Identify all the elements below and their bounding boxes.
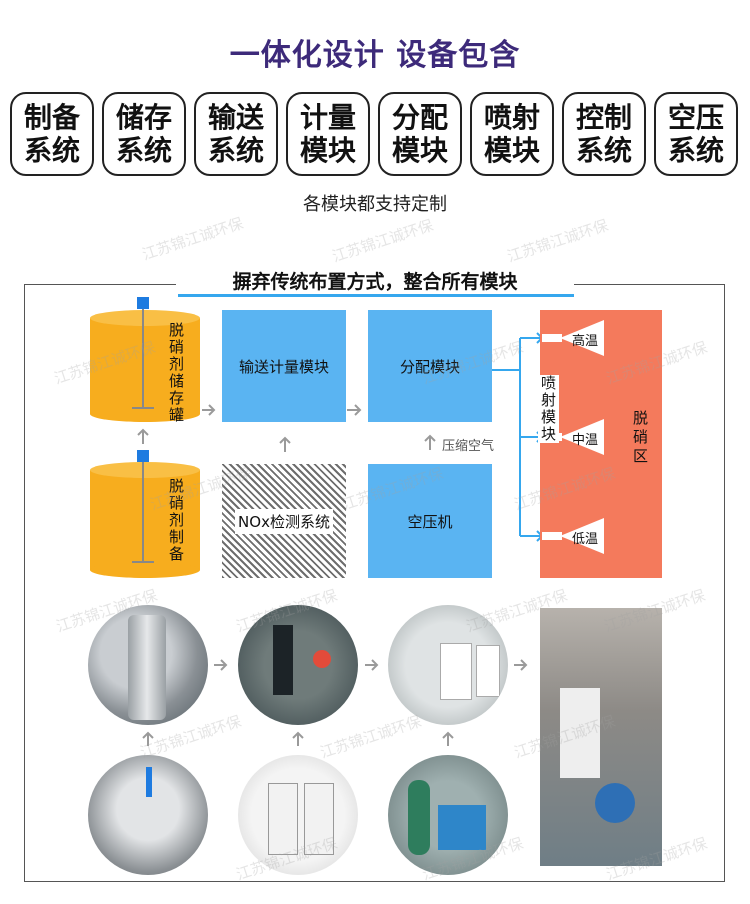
- air-compressor-photo: [388, 755, 508, 875]
- pill-line: 系统: [207, 134, 264, 167]
- pill-distribution-module: 分配模块: [378, 92, 462, 176]
- pill-line: 系统: [575, 134, 632, 167]
- pill-control-system: 控制系统: [562, 92, 646, 176]
- valve: [313, 650, 331, 668]
- compressed-air-label: 压缩空气: [442, 439, 495, 454]
- pill-line: 控制: [575, 101, 632, 134]
- pill-line: 模块: [391, 134, 448, 167]
- prep-tank-shape: [90, 450, 200, 578]
- prep-tank-photo: [88, 755, 208, 875]
- pill-line: 储存: [115, 101, 172, 134]
- distribution-module: 分配模块: [368, 310, 492, 422]
- photo-arrows: [142, 659, 528, 746]
- pill-line: 制备: [23, 101, 80, 134]
- denox-zone-label: 脱硝区: [631, 410, 649, 467]
- air-compressor: 空压机: [368, 464, 492, 578]
- distribution-module-photo: [388, 605, 508, 725]
- air-tank: [408, 780, 430, 855]
- tank-body: [128, 615, 166, 720]
- customization-note: 各模块都支持定制: [303, 194, 447, 215]
- pill-metering-module: 计量模块: [286, 92, 370, 176]
- transfer-module-photo: [238, 605, 358, 725]
- nozzle-low-temp: 低温: [572, 532, 599, 547]
- section-underline: [178, 292, 574, 297]
- pill-line: 输送: [207, 101, 264, 134]
- denox-site-photo: [540, 608, 662, 866]
- pill-line: 模块: [299, 134, 356, 167]
- pill-line: 喷射: [483, 101, 540, 134]
- storage-tank-photo: [88, 605, 208, 725]
- compressor-body: [438, 805, 486, 850]
- cabinet: [440, 643, 472, 700]
- pill-line: 计量: [299, 101, 356, 134]
- page-title: 一体化设计 设备包含: [229, 38, 521, 73]
- module-label: 输送计量模块: [238, 357, 329, 376]
- analyzer-cabinet: [268, 783, 298, 855]
- pill-line: 系统: [667, 134, 724, 167]
- transfer-metering-module: 输送计量模块: [222, 310, 346, 422]
- pill-line: 分配: [391, 101, 448, 134]
- pill-storage-system: 储存系统: [102, 92, 186, 176]
- storage-tank-label: 脱硝剂储存罐: [167, 322, 185, 424]
- module-label: 分配模块: [399, 357, 460, 376]
- section-title: 摒弃传统布置方式，整合所有模块: [176, 270, 574, 294]
- storage-tank-shape: [90, 297, 200, 422]
- pump-body: [273, 625, 293, 695]
- nozzle-mid-temp: 中温: [572, 433, 599, 448]
- analyzer-cabinet: [304, 783, 334, 855]
- cabinet: [560, 688, 600, 778]
- pill-line: 模块: [483, 134, 540, 167]
- nox-detection-system: NOx检测系统: [222, 464, 346, 578]
- prep-tank-label: 脱硝剂制备: [167, 478, 185, 563]
- pill-prep-system: 制备系统: [10, 92, 94, 176]
- mixer: [146, 767, 152, 797]
- pill-air-system: 空压系统: [654, 92, 738, 176]
- nox-analyzer-photo: [238, 755, 358, 875]
- pill-injection-module: 喷射模块: [470, 92, 554, 176]
- nozzle-high-temp: 高温: [572, 334, 599, 349]
- nozzle-shapes: [542, 320, 604, 554]
- module-label: NOx检测系统: [235, 508, 333, 534]
- motor: [595, 783, 635, 823]
- injection-module-label: 喷射模块: [538, 375, 559, 443]
- pill-line: 系统: [23, 134, 80, 167]
- pill-line: 系统: [115, 134, 172, 167]
- pill-transfer-system: 输送系统: [194, 92, 278, 176]
- cabinet: [476, 645, 500, 697]
- pill-line: 空压: [667, 101, 724, 134]
- module-label: 空压机: [407, 512, 453, 531]
- flow-arrows: [137, 404, 436, 452]
